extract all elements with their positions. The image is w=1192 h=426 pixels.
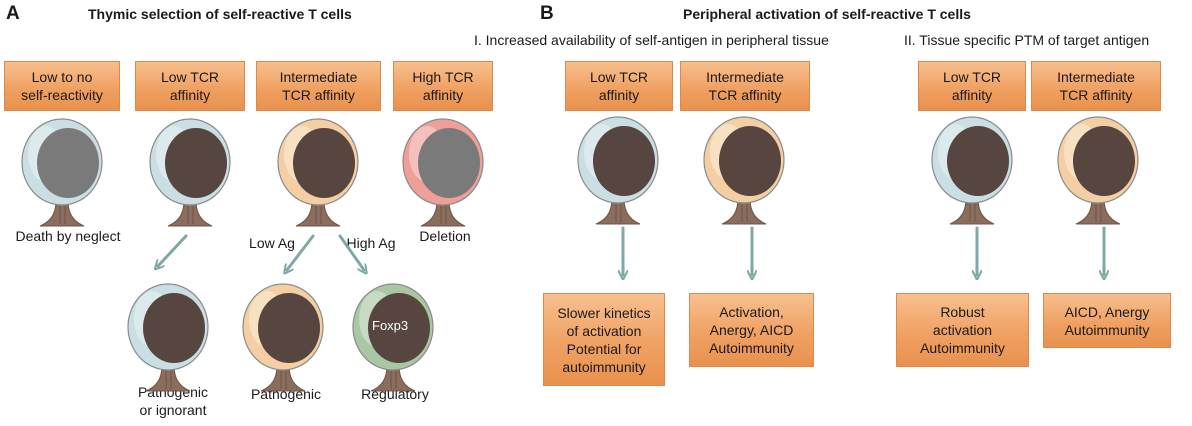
box-b1-outcome-slower-kinetics: Slower kinetics of activation Potential … (543, 293, 665, 386)
box-b2-low-tcr-affinity: Low TCR affinity (918, 61, 1026, 111)
box-low-tcr-affinity: Low TCR affinity (135, 61, 245, 111)
cell-a-outcome-pathogenic (242, 283, 324, 392)
section-1-title: I. Increased availability of self-antige… (474, 32, 829, 48)
box-b1-outcome-activation: Activation, Anergy, AICD Autoimmunity (689, 293, 814, 367)
arrow-high-ag (338, 234, 364, 270)
cell-b1-intermediate-tcr (703, 116, 785, 225)
box-b1-low-tcr-affinity: Low TCR affinity (565, 61, 673, 111)
cell-a-outcome-regulatory (352, 283, 434, 392)
panel-a-title: Thymic selection of self-reactive T cell… (88, 6, 352, 22)
box-low-to-no-self-reactivity: Low to no self-reactivity (4, 61, 120, 111)
box-intermediate-tcr-affinity: Intermediate TCR affinity (256, 61, 381, 111)
box-b1-intermediate-tcr-affinity: Intermediate TCR affinity (680, 61, 810, 111)
box-b2-intermediate-tcr-affinity: Intermediate TCR affinity (1031, 61, 1161, 111)
foxp3-label: Foxp3 (372, 318, 409, 333)
cell-b2-low-tcr (931, 116, 1013, 225)
arrow-low-tcr-to-outcome (158, 234, 188, 266)
arrow-label-high-ag: High Ag (346, 235, 396, 251)
cell-a-intermediate-tcr (277, 118, 359, 227)
cell-a-no-self-reactivity (21, 118, 103, 227)
panel-b-letter: B (540, 3, 554, 24)
section-2-title: II. Tissue specific PTM of target antige… (904, 32, 1150, 48)
fate-death-by-neglect: Death by neglect (15, 228, 121, 244)
box-b2-outcome-robust-activation: Robust activation Autoimmunity (896, 293, 1029, 367)
cell-b1-low-tcr (577, 116, 659, 225)
fate-deletion: Deletion (419, 228, 471, 244)
arrow-label-low-ag: Low Ag (249, 235, 295, 251)
panel-a-letter: A (6, 3, 20, 24)
box-high-tcr-affinity: High TCR affinity (393, 61, 493, 111)
box-b2-outcome-aicd-anergy: AICD, Anergy Autoimmunity (1043, 293, 1171, 348)
arrow-low-ag (287, 234, 315, 270)
cell-a-high-tcr (402, 118, 484, 227)
panel-b-title: Peripheral activation of self-reactive T… (683, 6, 971, 22)
cell-a-low-tcr (149, 118, 231, 227)
cell-a-outcome-ignorant (127, 283, 209, 392)
cell-b2-intermediate-tcr (1057, 116, 1139, 225)
